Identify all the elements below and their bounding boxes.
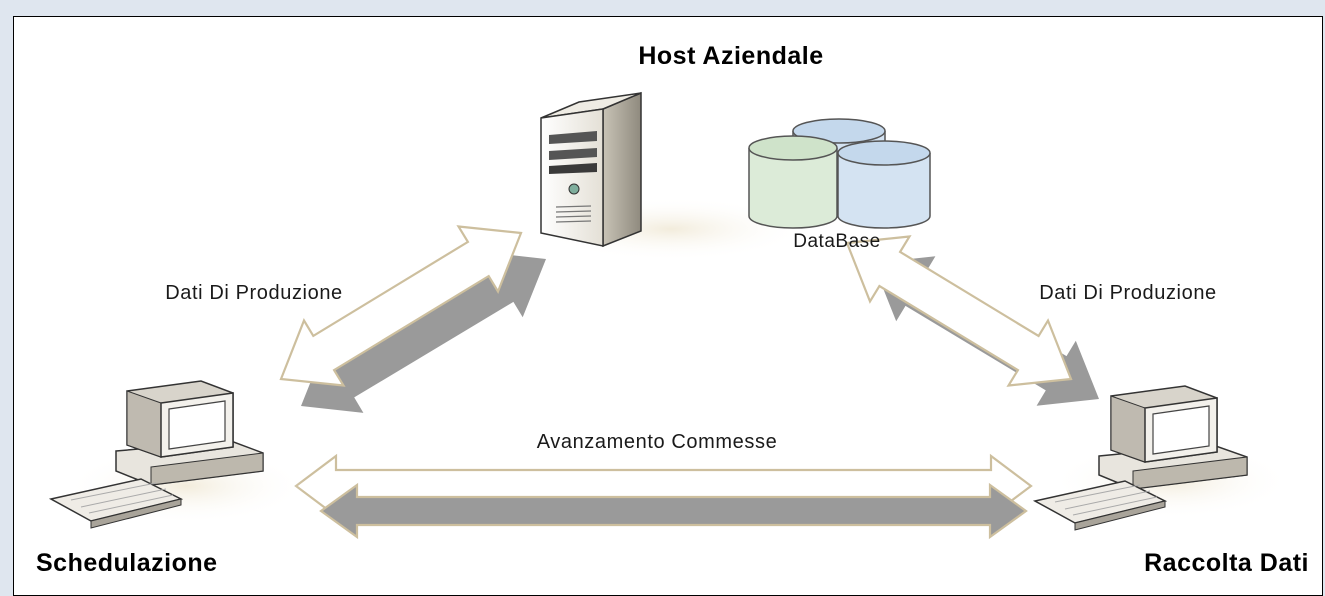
right-diagonal-arrow bbox=[845, 235, 1099, 406]
right-node-label: Raccolta Dati bbox=[1144, 549, 1309, 577]
host-server-icon bbox=[536, 91, 806, 261]
right-computer-icon bbox=[1032, 385, 1291, 531]
database-cylinder-blue bbox=[837, 140, 931, 229]
left-computer-icon bbox=[48, 380, 306, 529]
database-cylinder-green bbox=[748, 135, 838, 229]
database-icon bbox=[748, 118, 931, 229]
bottom-flow-label: Avanzamento Commesse bbox=[537, 431, 778, 453]
database-label: DataBase bbox=[793, 231, 880, 252]
left-flow-label: Dati Di Produzione bbox=[165, 282, 343, 304]
right-flow-label: Dati Di Produzione bbox=[1039, 282, 1217, 304]
diagram-frame: Host Aziendale DataBase Dati Di Produzio… bbox=[13, 16, 1323, 596]
network-diagram: Host Aziendale DataBase Dati Di Produzio… bbox=[36, 42, 1309, 577]
left-node-label: Schedulazione bbox=[36, 549, 218, 577]
host-title: Host Aziendale bbox=[638, 42, 823, 70]
left-diagonal-arrow bbox=[279, 225, 546, 413]
horizontal-double-arrow bbox=[294, 453, 1033, 540]
